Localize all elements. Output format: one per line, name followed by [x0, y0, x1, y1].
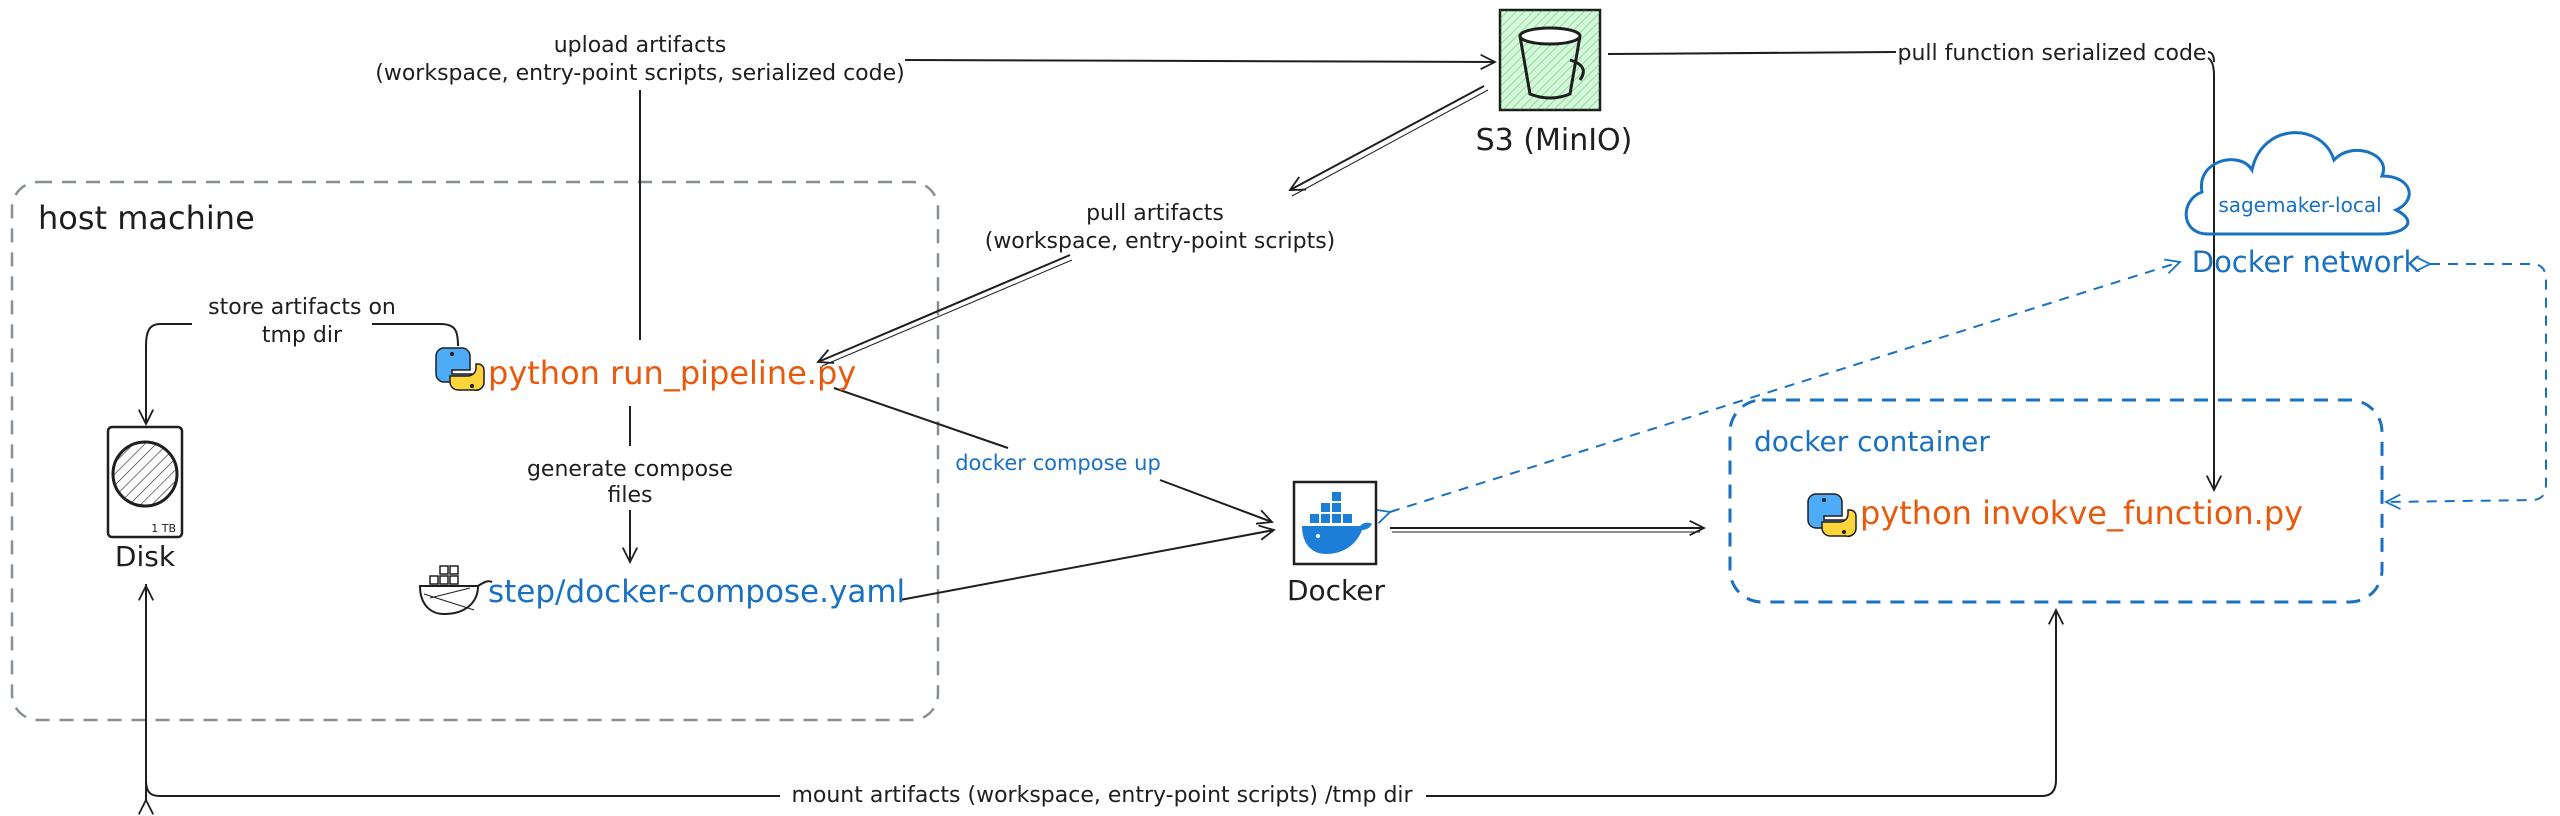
edge-network-container — [2386, 264, 2547, 502]
bucket-icon — [1518, 26, 1585, 100]
disk-node: 1 TB Disk — [106, 425, 184, 573]
compose-file-label: step/docker-compose.yaml — [488, 574, 905, 610]
network-cloud-label: sagemaker-local — [2218, 193, 2381, 217]
docker-network-node: sagemaker-local Docker network — [2184, 131, 2421, 279]
label-mount-artifacts: mount artifacts (workspace, entry-point … — [791, 783, 1413, 808]
invoke-function-label: python invokve_function.py — [1860, 494, 2303, 532]
s3-label: S3 (MinIO) — [1476, 123, 1633, 158]
label-store-artifacts-detail: tmp dir — [262, 323, 343, 348]
docker-network-label: Docker network — [2192, 245, 2421, 279]
edge-pull-function — [1607, 51, 1897, 55]
label-generate-compose: generate compose — [527, 457, 733, 482]
edge-docker-compose-up — [833, 387, 1009, 449]
label-upload-artifacts-detail: (workspace, entry-point scripts, seriali… — [375, 61, 904, 86]
edge-store-artifacts — [146, 323, 459, 424]
edge-pull-artifacts-double — [821, 89, 1489, 367]
disk-platter — [111, 440, 179, 508]
label-store-artifacts: store artifacts on — [208, 295, 396, 320]
s3-hatch — [1500, 10, 1600, 110]
invoke-function-node: python invokve_function.py — [1807, 493, 2303, 537]
disk-capacity: 1 TB — [151, 522, 176, 535]
label-upload-artifacts: upload artifacts — [554, 33, 727, 58]
host-machine-label: host machine — [38, 199, 255, 237]
s3-node: S3 (MinIO) — [1476, 8, 1633, 158]
label-pull-function: pull function serialized code — [1898, 41, 2207, 66]
edge-compose-to-docker — [899, 530, 1274, 601]
docker-icon — [1302, 492, 1372, 554]
label-pull-artifacts: pull artifacts — [1086, 201, 1224, 226]
edge-mount-artifacts-right — [1426, 610, 2056, 797]
edge-pull-artifacts — [1290, 85, 1485, 190]
label-docker-compose-up: docker compose up — [955, 451, 1161, 475]
label-pull-artifacts-detail: (workspace, entry-point scripts) — [985, 229, 1336, 254]
edge-pull-function-top — [2207, 51, 2215, 63]
docker-node: Docker — [1287, 480, 1386, 607]
run-pipeline-node: python run_pipeline.py — [435, 347, 856, 392]
run-pipeline-label: python run_pipeline.py — [488, 354, 856, 392]
cloud-icon — [2184, 131, 2411, 236]
edge-pull-artifacts-2 — [818, 254, 1071, 362]
edge-docker-compose-up-head — [1159, 479, 1272, 522]
docker-whale-icon — [418, 565, 493, 616]
edge-pull-function-down — [2208, 57, 2214, 490]
docker-container-label: docker container — [1754, 425, 1990, 458]
edge-upload-artifacts-head — [904, 60, 1495, 62]
host-machine-box — [10, 180, 940, 722]
compose-file-node: step/docker-compose.yaml — [418, 565, 905, 616]
python-icon — [1807, 493, 1857, 537]
edge-mount-artifacts — [146, 584, 780, 800]
disk-label: Disk — [115, 540, 176, 573]
docker-label: Docker — [1287, 574, 1386, 607]
python-icon — [435, 347, 485, 391]
edge-network-docker — [1390, 262, 2180, 512]
label-generate-compose-detail: files — [608, 483, 653, 508]
